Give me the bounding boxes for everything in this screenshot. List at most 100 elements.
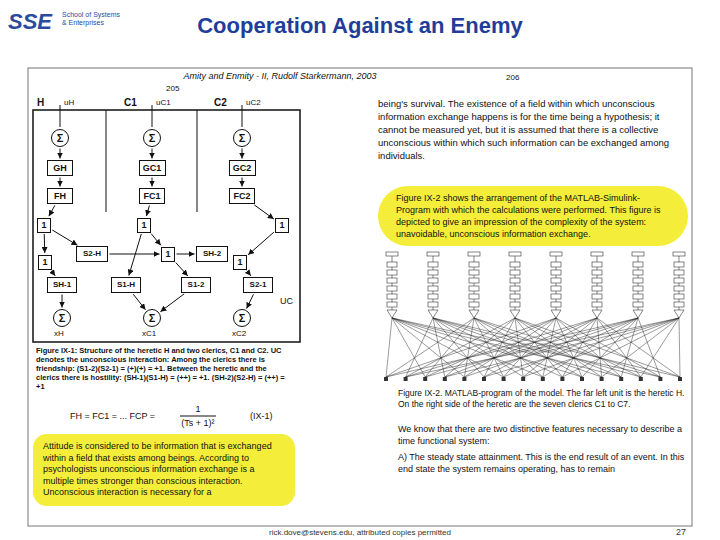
sim-block [633, 270, 643, 275]
summing-junction: Σ [143, 309, 161, 327]
port-square [384, 377, 388, 381]
sim-block [510, 262, 520, 267]
scope-block [673, 252, 685, 256]
sim-block [469, 262, 479, 267]
sim-block [510, 270, 520, 275]
attitude-block: S1-H [111, 277, 141, 293]
footer-text: rick.dove@stevens.edu, attributed copies… [200, 528, 520, 538]
sim-block [428, 286, 438, 291]
signal-arrow [62, 295, 63, 308]
signal-arrow [49, 205, 55, 216]
port-square [502, 377, 506, 381]
signal-arrow [146, 205, 149, 216]
port-square [423, 377, 427, 381]
sim-block [592, 262, 602, 267]
unit-block: 1 [137, 218, 151, 233]
unit-block: 1 [275, 218, 289, 233]
body-text: A) The steady state attainment. This is … [398, 452, 688, 475]
figure-frame [33, 110, 300, 342]
node-text: GH [53, 163, 67, 174]
sim-block [674, 262, 684, 267]
signal-arrow [129, 234, 141, 276]
junction-outline [234, 310, 251, 327]
filter-block: FC2 [229, 188, 255, 204]
gain-triangle [674, 310, 684, 318]
figure-caption: Figure IX-1: Structure of the heretic H … [36, 346, 292, 391]
signal-name: UC [280, 296, 293, 307]
signal-wire [386, 318, 556, 377]
gain-triangle [469, 310, 479, 318]
signal-wire [523, 318, 679, 377]
scope-block [591, 252, 603, 256]
node-text: Attitude is considered to be information… [43, 441, 285, 499]
signal-wire [515, 318, 680, 377]
signal-wire [474, 318, 621, 377]
signal-arrow [177, 254, 195, 255]
signal-arrow [160, 294, 184, 312]
signal-wire [523, 318, 597, 377]
signal-wire [392, 318, 621, 377]
sim-block [428, 270, 438, 275]
signal-wire [504, 318, 638, 377]
signal-wire [543, 318, 556, 377]
input-wire [242, 105, 243, 127]
signal-arrow [242, 178, 243, 187]
node-text: 1 [141, 220, 146, 231]
gain-triangle [633, 310, 643, 318]
gain-triangle [551, 310, 561, 318]
signal-wire [406, 318, 679, 377]
sim-block [592, 302, 602, 307]
unit-block: 1 [233, 255, 247, 270]
signal-wire [484, 318, 679, 377]
highlight-ellipse: Figure IX-2 shows the arrangement of the… [378, 186, 688, 246]
node-text: 1 [165, 249, 170, 260]
simulink-network [384, 252, 685, 381]
signal-wire [445, 318, 597, 377]
port-square [521, 377, 525, 381]
node-text: GC1 [143, 163, 162, 174]
signal-wire [392, 318, 660, 377]
junction-outline [52, 130, 69, 147]
gain-block: GC1 [139, 160, 166, 176]
node-text: 1 [279, 220, 284, 231]
sim-block [469, 302, 479, 307]
sim-block [387, 270, 397, 275]
signal-wire [464, 318, 638, 377]
signal-arrow [152, 149, 153, 159]
signal-arrow [133, 294, 145, 310]
signal-wire [597, 318, 641, 377]
signal-arrow [60, 178, 61, 187]
column-heading: H [37, 96, 44, 109]
sim-block [510, 294, 520, 299]
signal-arrow [254, 205, 274, 219]
node-text: Σ [239, 132, 246, 145]
page-frame [28, 68, 692, 526]
node-text: 1 [237, 257, 242, 268]
port-square [600, 377, 604, 381]
node-text: Σ [149, 312, 156, 325]
signal-wire [433, 318, 602, 377]
attitude-block: S2-1 [243, 277, 273, 293]
port-square [580, 377, 584, 381]
signal-wire [425, 318, 638, 377]
sim-block [428, 294, 438, 299]
sim-block [387, 278, 397, 283]
formula: 1 [182, 404, 214, 415]
node-text: FH [54, 191, 66, 202]
signal-name: xH [54, 329, 64, 339]
signal-wire [392, 318, 464, 377]
signal-arrow [152, 178, 153, 187]
signal-wire [621, 318, 638, 377]
signal-arrow [110, 254, 160, 255]
node-text: FC1 [143, 191, 160, 202]
signal-wire [406, 318, 433, 377]
signal-wire [386, 318, 474, 377]
signal-arrow [248, 232, 274, 255]
logo-mark: SSE [8, 8, 52, 36]
figure-caption: Figure IX-2. MATLAB-program of the model… [398, 388, 688, 410]
input-wire [152, 105, 153, 127]
signal-wire [406, 318, 597, 377]
summing-junction: Σ [51, 129, 69, 147]
